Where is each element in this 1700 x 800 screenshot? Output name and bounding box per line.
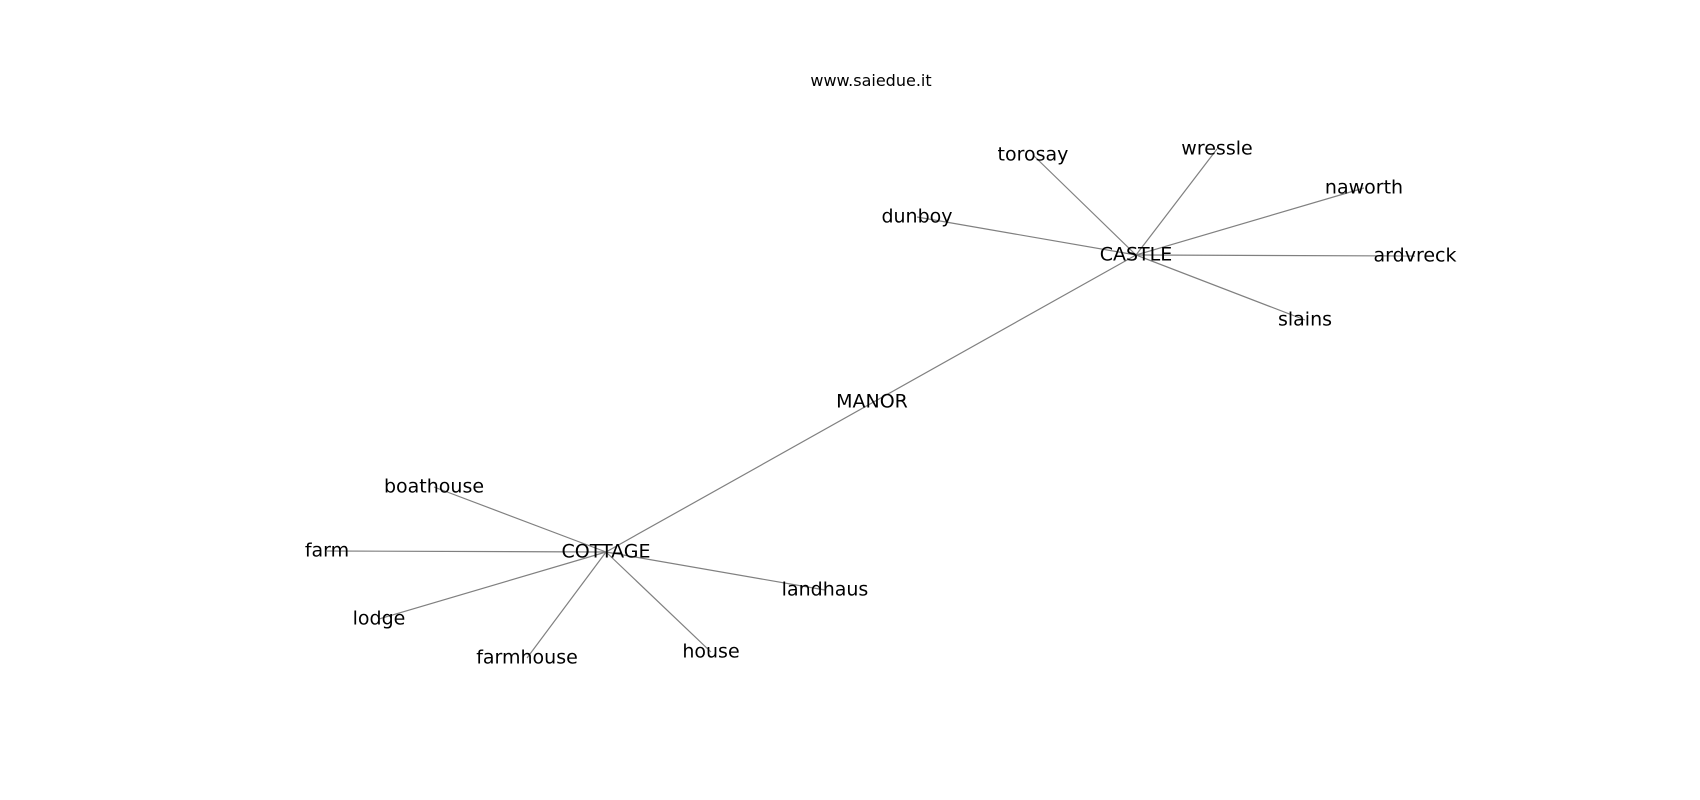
edge-cottage-farm bbox=[326, 550, 607, 553]
node-label-cottage: COTTAGE bbox=[561, 541, 650, 563]
node-label-manor: MANOR bbox=[836, 391, 908, 413]
edge-cottage-farmhouse bbox=[526, 551, 607, 659]
node-label-castle: CASTLE bbox=[1100, 244, 1173, 266]
edge-castle-dunboy bbox=[916, 216, 1137, 256]
node-label-farmhouse: farmhouse bbox=[476, 647, 578, 669]
node-label-slains: slains bbox=[1278, 309, 1332, 331]
edge-castle-torosay bbox=[1032, 154, 1137, 256]
edge-cottage-boathouse bbox=[433, 486, 607, 553]
graph-edges bbox=[326, 148, 1416, 659]
node-label-naworth: naworth bbox=[1325, 177, 1403, 199]
node-label-house: house bbox=[682, 641, 739, 663]
node-label-ardvreck: ardvreck bbox=[1374, 245, 1457, 267]
node-label-lodge: lodge bbox=[353, 608, 406, 630]
node-label-landhaus: landhaus bbox=[782, 579, 869, 601]
edge-cottage-house bbox=[605, 551, 712, 653]
node-label-wressle: wressle bbox=[1181, 138, 1252, 160]
edge-castle-wressle bbox=[1135, 148, 1218, 256]
edge-castle-ardvreck bbox=[1135, 254, 1416, 257]
node-label-dunboy: dunboy bbox=[881, 206, 952, 228]
graph-nodes: MANOR CASTLE COTTAGE torosay wressle naworth d… bbox=[305, 138, 1457, 669]
watermark-text: www.saiedue.it bbox=[810, 71, 932, 90]
node-label-farm: farm bbox=[305, 540, 349, 562]
edge-castle-naworth bbox=[1135, 187, 1365, 256]
edge-castle-cottage bbox=[605, 254, 1137, 553]
node-label-boathouse: boathouse bbox=[384, 476, 484, 498]
edge-castle-slains bbox=[1135, 254, 1306, 321]
node-label-torosay: torosay bbox=[998, 144, 1069, 166]
edge-cottage-landhaus bbox=[605, 551, 826, 591]
edge-cottage-lodge bbox=[378, 551, 607, 620]
